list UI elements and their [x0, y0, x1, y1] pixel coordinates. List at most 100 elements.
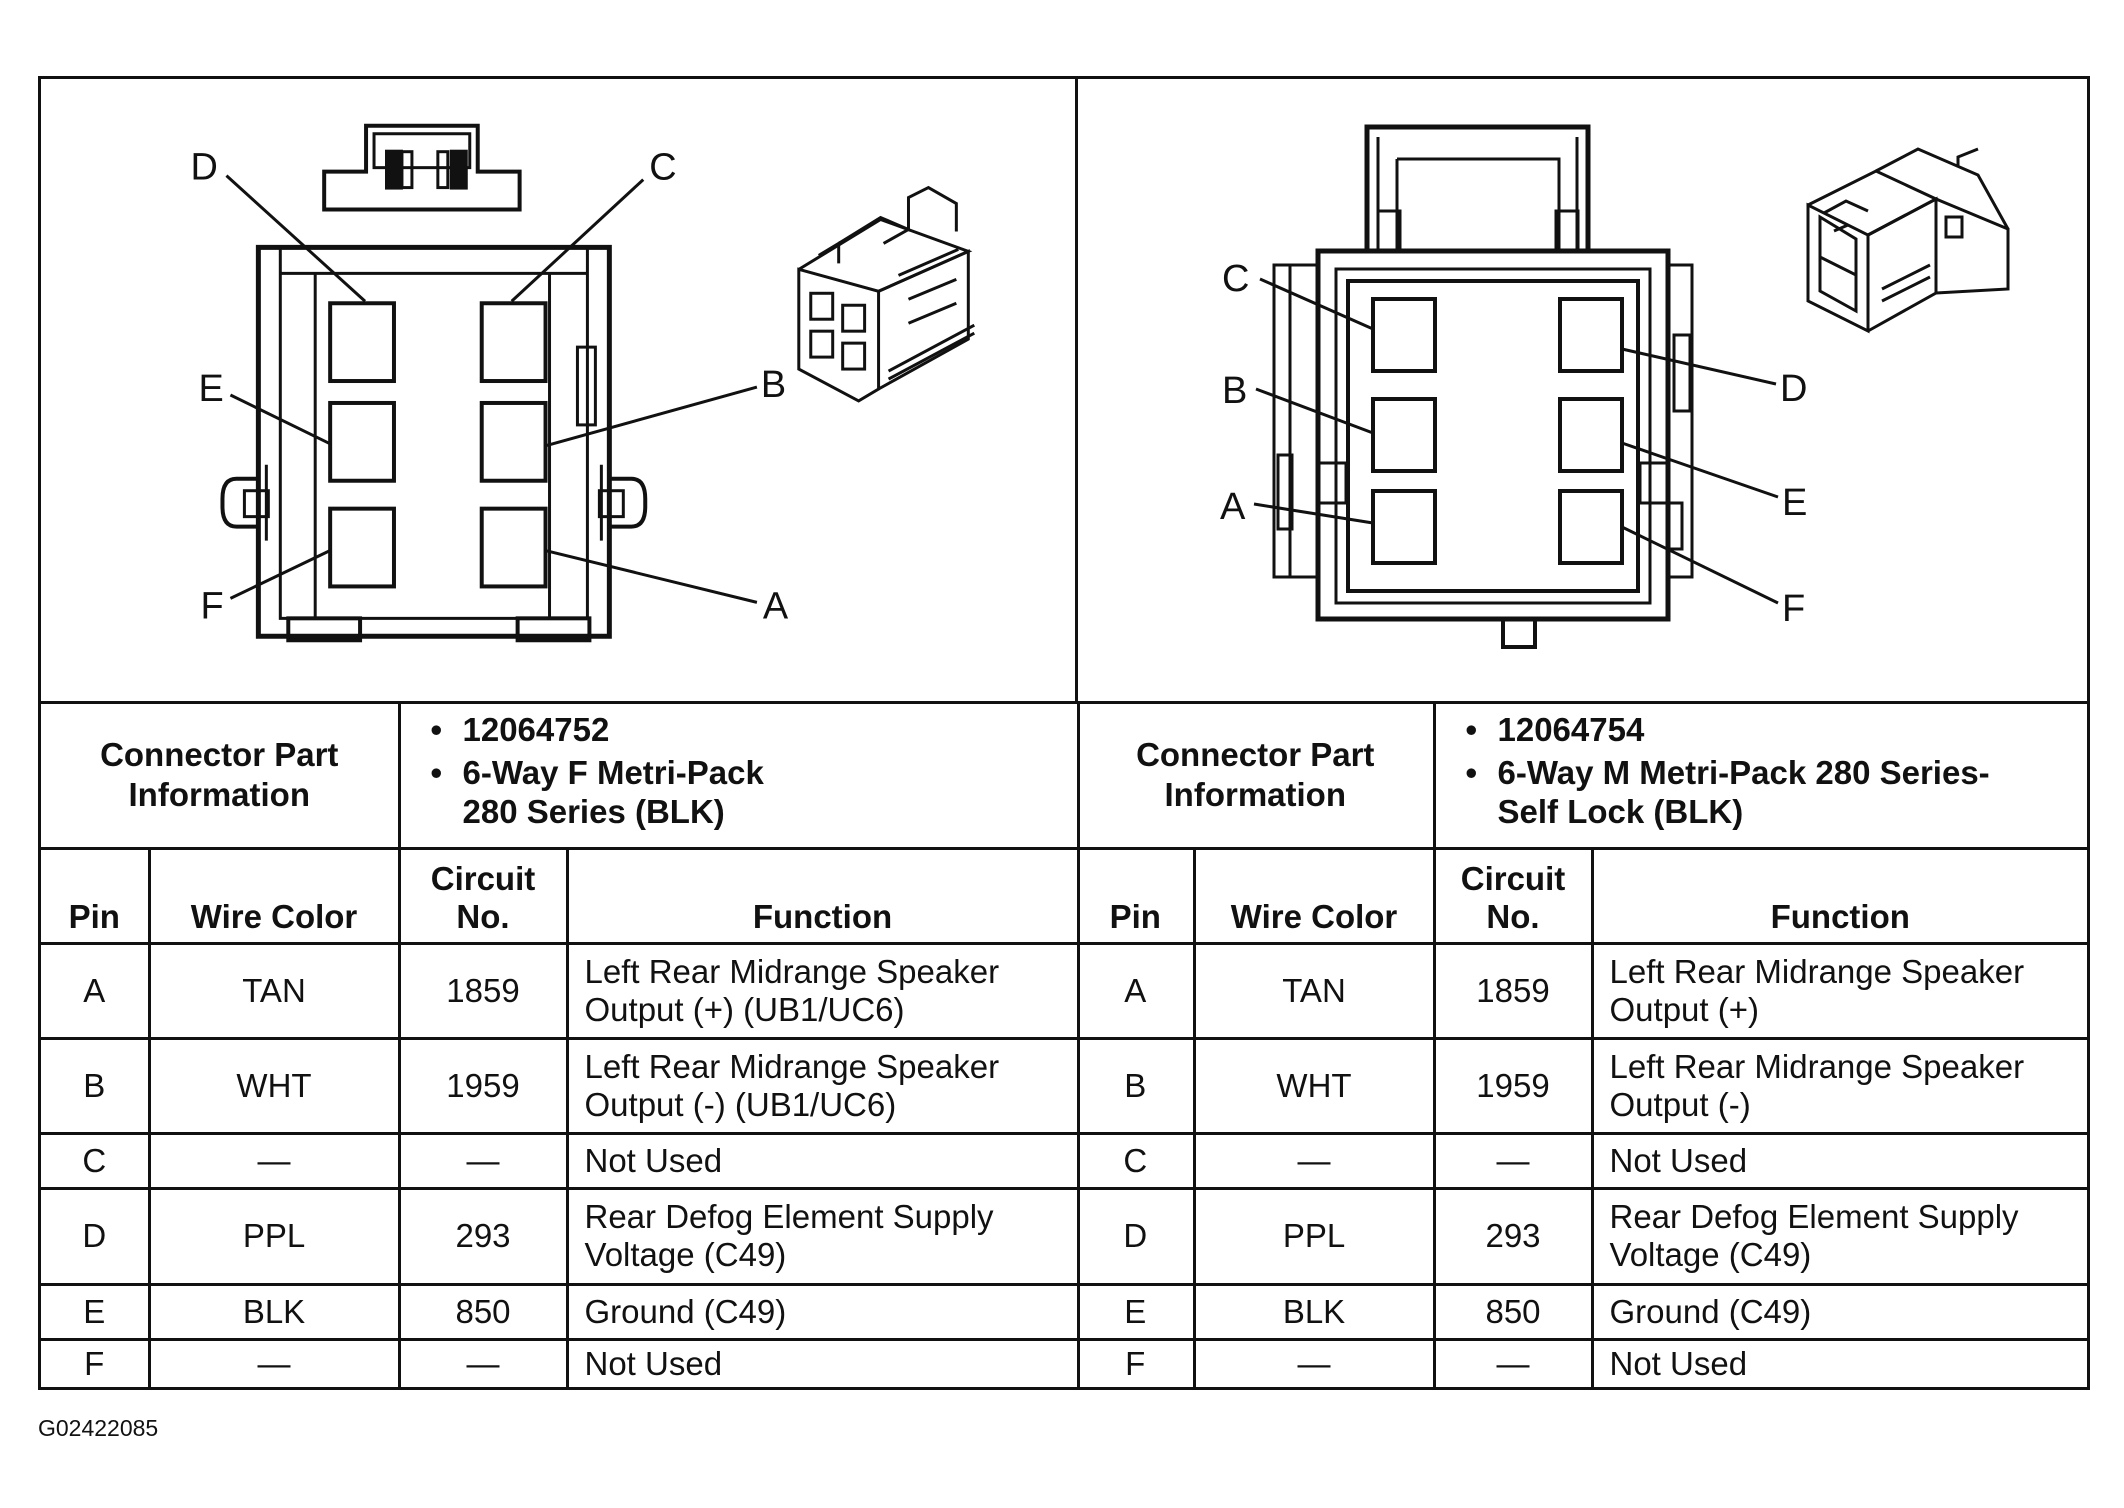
pin-cell: A — [41, 941, 151, 1040]
circuit-cell: 1859 — [397, 941, 569, 1040]
wire-color-cell: — — [147, 1337, 401, 1387]
description-line-1: 6-Way M Metri-Pack 280 Series- — [1497, 754, 1990, 791]
circuit-cell: 293 — [397, 1186, 569, 1286]
left-pin-table: Connector Part Information 12064752 6-Wa… — [41, 704, 1080, 1387]
right-pin-label-c: C — [1222, 258, 1249, 300]
header-circuit-line-2: No. — [1486, 897, 1540, 935]
right-pin-table: Connector Part Information 12064754 6-Wa… — [1078, 704, 2088, 1387]
table-row: C — — Not Used — [1078, 1131, 2088, 1190]
circuit-cell: — — [1432, 1131, 1594, 1190]
function-cell: Not Used — [1590, 1337, 2088, 1387]
wire-color-cell: — — [1192, 1337, 1436, 1387]
left-pin-label-f: F — [201, 585, 224, 627]
right-pin-label-d: D — [1780, 368, 1807, 410]
circuit-cell: 293 — [1432, 1186, 1594, 1286]
table-row: F — — Not Used — [41, 1337, 1080, 1387]
pin-cell: F — [1078, 1337, 1196, 1387]
circuit-cell: 1859 — [1432, 941, 1594, 1040]
function-line-1: Rear Defog Element Supply — [584, 1198, 994, 1235]
wire-color-cell: — — [147, 1131, 401, 1190]
header-wire-color: Wire Color — [147, 846, 401, 945]
table-row: E BLK 850 Ground (C49) — [1078, 1282, 2088, 1341]
wire-color-cell: WHT — [147, 1036, 401, 1135]
function-cell: Not Used — [565, 1337, 1080, 1387]
right-pin-label-e: E — [1782, 482, 1807, 524]
connector-info-label: Connector Part Information — [41, 704, 401, 850]
pin-cell: D — [1078, 1186, 1196, 1286]
figure-reference-code: G02422085 — [38, 1415, 159, 1441]
description-line-2: 280 Series (BLK) — [462, 793, 725, 830]
header-pin: Pin — [1078, 846, 1196, 945]
pin-cell: E — [41, 1282, 151, 1341]
function-line-1: Left Rear Midrange Speaker — [1609, 1047, 2025, 1085]
wire-color-cell: BLK — [1192, 1282, 1436, 1341]
right-connector-drawing: C B A D E F — [1220, 124, 2010, 649]
function-line-1: Rear Defog Element Supply — [1609, 1198, 2019, 1235]
part-number: 12064752 — [401, 710, 1077, 749]
wire-color-cell: PPL — [147, 1186, 401, 1286]
table-row: E BLK 850 Ground (C49) — [41, 1282, 1080, 1341]
part-number: 12064754 — [1436, 710, 2088, 749]
connector-sheet: D C E B F A — [38, 76, 2090, 1390]
right-pin-label-f: F — [1782, 588, 1805, 630]
table-row: F — — Not Used — [1078, 1337, 2088, 1387]
header-wire-color: Wire Color — [1192, 846, 1436, 945]
wire-color-cell: BLK — [147, 1282, 401, 1341]
function-line-1: Left Rear Midrange Speaker — [584, 952, 1000, 990]
function-cell: Not Used — [565, 1131, 1080, 1190]
left-pin-label-d: D — [191, 147, 218, 189]
left-connector-3d-icon — [797, 185, 975, 403]
circuit-cell: 850 — [1432, 1282, 1594, 1341]
connector-info-row: Connector Part Information 12064752 6-Wa… — [41, 704, 1080, 850]
pin-cell: C — [1078, 1131, 1196, 1190]
table-row: C — — Not Used — [41, 1131, 1080, 1190]
function-cell: Not Used — [1590, 1131, 2088, 1190]
left-pin-label-e: E — [199, 368, 224, 410]
function-line-2: Voltage (C49) — [1609, 1236, 1812, 1273]
function-cell: Ground (C49) — [565, 1282, 1080, 1341]
right-connector-3d-icon — [1806, 147, 2010, 334]
header-circuit-line-1: Circuit — [430, 859, 536, 897]
circuit-cell: 850 — [397, 1282, 569, 1341]
tables-row: Connector Part Information 12064752 6-Wa… — [41, 704, 2088, 1387]
wire-color-cell: — — [1192, 1131, 1436, 1190]
description-line-2: Self Lock (BLK) — [1497, 793, 1744, 830]
connector-description: 6-Way M Metri-Pack 280 Series-Self Lock … — [1436, 753, 2088, 831]
pin-cell: E — [1078, 1282, 1196, 1341]
function-line-2: Output (+) — [1609, 990, 1759, 1028]
connector-info-values: 12064754 6-Way M Metri-Pack 280 Series-S… — [1432, 704, 2088, 850]
pin-cell: B — [1078, 1036, 1196, 1135]
function-line-2: Output (+) (UB1/UC6) — [584, 990, 905, 1028]
circuit-cell: — — [397, 1337, 569, 1387]
pin-cell: F — [41, 1337, 151, 1387]
left-connector-diagram: D C E B F A — [41, 79, 1078, 701]
header-function: Function — [1590, 846, 2088, 945]
left-pin-label-c: C — [649, 147, 676, 189]
header-pin: Pin — [41, 846, 151, 945]
connector-info-row: Connector Part Information 12064754 6-Wa… — [1078, 704, 2088, 850]
pin-cell: D — [41, 1186, 151, 1286]
right-pin-label-b: B — [1222, 370, 1247, 412]
right-pin-label-a: A — [1220, 486, 1246, 528]
header-circuit-line-2: No. — [456, 897, 510, 935]
right-connector-diagram: C B A D E F — [1078, 79, 2087, 701]
diagram-row: D C E B F A — [41, 79, 2087, 704]
function-line-1: Left Rear Midrange Speaker — [1609, 952, 2025, 990]
wire-color-cell: TAN — [1192, 941, 1436, 1040]
wire-color-cell: TAN — [147, 941, 401, 1040]
